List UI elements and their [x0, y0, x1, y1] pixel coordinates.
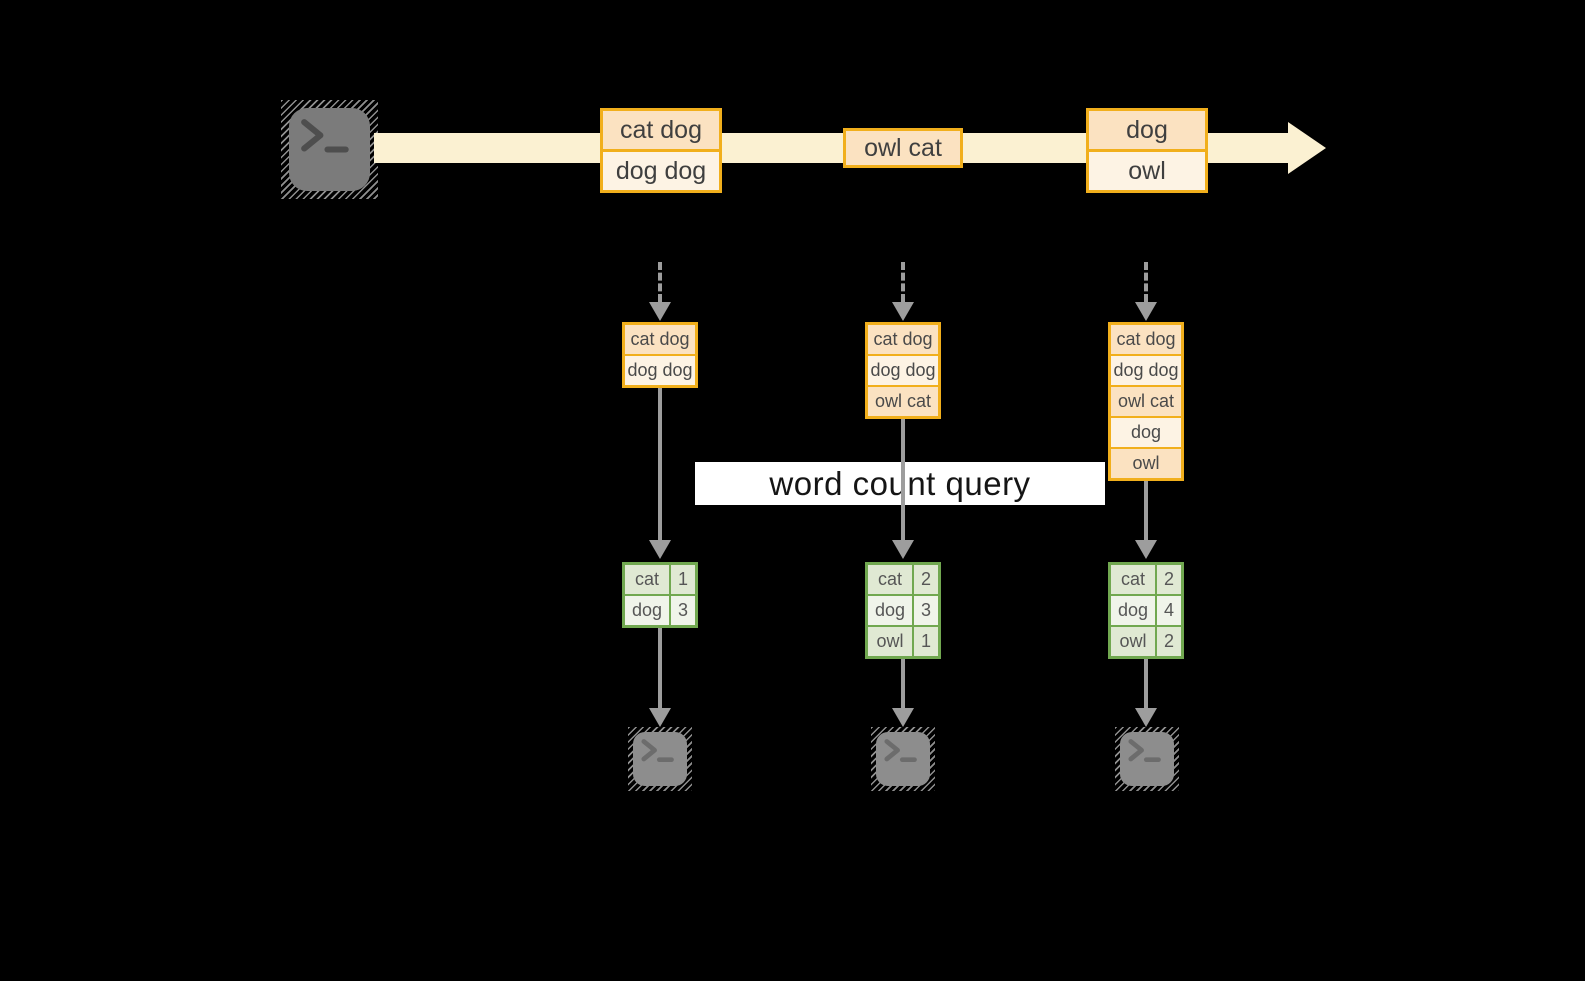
terminal-icon: [628, 727, 692, 791]
shell-prompt-icon: [1128, 739, 1161, 763]
count-word: owl: [868, 627, 912, 656]
connector-line: [1144, 481, 1148, 540]
arrowhead-icon: [649, 302, 671, 321]
record-line: owl: [1089, 152, 1205, 190]
count-value: 2: [1157, 565, 1181, 594]
count-value: 3: [914, 596, 938, 625]
record-line: cat dog: [603, 111, 719, 149]
count-value: 1: [914, 627, 938, 656]
dashed-connector: [901, 262, 905, 302]
record-line: dog: [1089, 111, 1205, 149]
count-table-1: cat 1 dog 3: [622, 562, 698, 628]
terminal-icon-body: [289, 108, 370, 191]
state-stack-2: cat dog dog dog owl cat: [865, 322, 941, 419]
dashed-connector: [658, 262, 662, 302]
count-word: dog: [868, 596, 912, 625]
shell-prompt-icon: [884, 739, 917, 763]
state-row: owl cat: [1111, 387, 1181, 416]
arrowhead-icon: [892, 708, 914, 727]
connector-line: [901, 659, 905, 708]
count-word: owl: [1111, 627, 1155, 656]
stream-record-1: cat dog dog dog: [600, 108, 722, 193]
terminal-icon-body: [1120, 732, 1174, 786]
arrowhead-icon: [1135, 540, 1157, 559]
arrowhead-icon: [1135, 302, 1157, 321]
arrowhead-icon: [892, 540, 914, 559]
terminal-icon: [871, 727, 935, 791]
arrowhead-icon: [649, 708, 671, 727]
count-table-3: cat 2 dog 4 owl 2: [1108, 562, 1184, 659]
state-row: cat dog: [868, 325, 938, 354]
stream-record-3: dog owl: [1086, 108, 1208, 193]
state-row: dog dog: [868, 356, 938, 385]
arrowhead-icon: [649, 540, 671, 559]
query-label: word count query: [695, 462, 1105, 505]
count-word: cat: [1111, 565, 1155, 594]
arrowhead-icon: [892, 302, 914, 321]
stream-record-2: owl cat: [843, 128, 963, 168]
connector-line: [1144, 659, 1148, 708]
terminal-icon-body: [876, 732, 930, 786]
state-row: cat dog: [1111, 325, 1181, 354]
state-row: dog dog: [625, 356, 695, 385]
count-word: cat: [625, 565, 669, 594]
count-value: 1: [671, 565, 695, 594]
count-table-2: cat 2 dog 3 owl 1: [865, 562, 941, 659]
state-stack-1: cat dog dog dog: [622, 322, 698, 388]
shell-prompt-icon: [641, 739, 674, 763]
state-row: dog dog: [1111, 356, 1181, 385]
count-value: 2: [914, 565, 938, 594]
dashed-connector: [1144, 262, 1148, 302]
terminal-icon-body: [633, 732, 687, 786]
count-value: 4: [1157, 596, 1181, 625]
terminal-icon: [281, 100, 378, 199]
count-word: dog: [1111, 596, 1155, 625]
record-line: owl cat: [846, 131, 960, 165]
count-value: 2: [1157, 627, 1181, 656]
terminal-icon: [1115, 727, 1179, 791]
count-word: dog: [625, 596, 669, 625]
state-stack-3: cat dog dog dog owl cat dog owl: [1108, 322, 1184, 481]
arrowhead-icon: [1135, 708, 1157, 727]
count-value: 3: [671, 596, 695, 625]
state-row: owl: [1111, 449, 1181, 478]
shell-prompt-icon: [301, 119, 349, 153]
count-word: cat: [868, 565, 912, 594]
record-line: dog dog: [603, 152, 719, 190]
state-row: cat dog: [625, 325, 695, 354]
stream-arrowhead-icon: [1288, 122, 1326, 174]
connector-line: [658, 628, 662, 708]
state-row: owl cat: [868, 387, 938, 416]
state-row: dog: [1111, 418, 1181, 447]
connector-line: [901, 419, 905, 540]
connector-line: [658, 388, 662, 540]
